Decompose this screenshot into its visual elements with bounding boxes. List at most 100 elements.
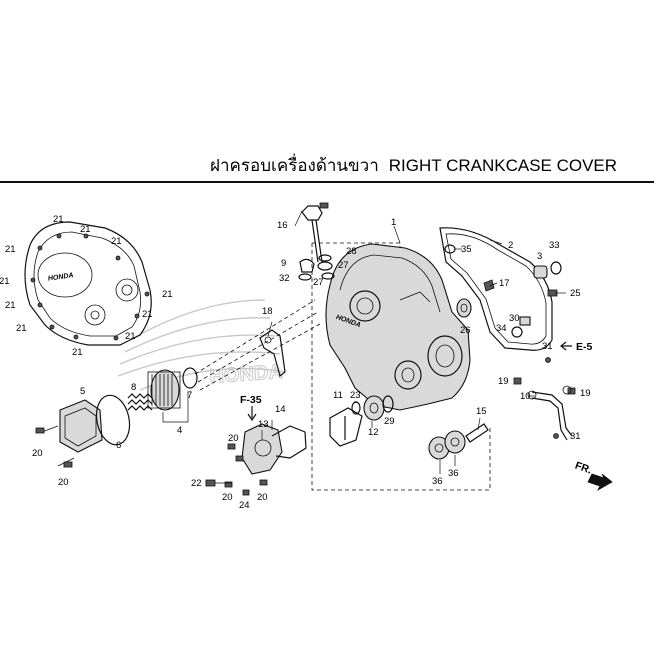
water-pump-cover: [241, 423, 307, 475]
callout-30: 30: [509, 313, 520, 324]
oring-34: [511, 326, 523, 338]
callout-36: 36: [432, 476, 443, 487]
oil-pipe: [527, 385, 573, 441]
callout-24: 24: [239, 500, 250, 511]
oring-32: [298, 273, 312, 281]
reference-f35: F-35: [240, 394, 262, 406]
bearing-12: [363, 395, 385, 421]
bolt-19-left: [513, 377, 522, 385]
callout-15: 15: [476, 406, 487, 417]
water-pump-impeller-shaft: [329, 407, 363, 447]
callout-7: 7: [187, 390, 192, 401]
callout-20: 20: [32, 448, 43, 459]
callout-21: 21: [125, 331, 136, 342]
washer-24: [242, 489, 250, 496]
oil-filter-cap: [35, 399, 103, 468]
callout-8: 8: [131, 382, 136, 393]
callout-28: 28: [346, 246, 357, 257]
diagram-title: ฝาครอบเครื่องด้านขวา RIGHT CRANKCASE COVE…: [210, 152, 617, 179]
callout-21: 21: [142, 309, 153, 320]
seal-35: [444, 244, 456, 254]
outer-clutch-cover: HONDA: [24, 221, 152, 346]
callout-21: 21: [80, 224, 91, 235]
oil-seal-29: [382, 395, 394, 413]
callout-35: 35: [461, 244, 472, 255]
callout-31: 31: [542, 341, 553, 352]
callout-20: 20: [58, 477, 69, 488]
callout-14: 14: [275, 404, 286, 415]
callout-16: 16: [277, 220, 288, 231]
callout-11: 11: [333, 390, 343, 401]
callout-1: 1: [391, 217, 396, 228]
shaft-15: [465, 423, 489, 443]
dowel-pin-3: [533, 265, 548, 279]
callout-31: 31: [570, 431, 581, 442]
reference-e5: E-5: [576, 341, 593, 353]
washer-31-bottom: [553, 433, 559, 439]
title-english: RIGHT CRANKCASE COVER: [388, 156, 618, 175]
callout-6: 6: [116, 440, 121, 451]
callout-29: 29: [384, 416, 395, 427]
callout-21: 21: [111, 236, 122, 247]
callout-19: 19: [498, 376, 509, 387]
callout-23: 23: [350, 390, 361, 401]
callout-17: 17: [499, 278, 510, 289]
bolt-20-set: [224, 443, 268, 488]
bracket-18: [259, 329, 286, 378]
title-divider: [0, 181, 654, 183]
callout-21: 21: [5, 300, 16, 311]
callout-21: 21: [16, 323, 27, 334]
washer-31-top: [545, 357, 551, 363]
callout-20: 20: [257, 492, 268, 503]
bearing-26: [456, 298, 472, 318]
right-crankcase-cover: HONDA: [325, 243, 471, 411]
bearing-36-right: [444, 430, 466, 454]
front-arrow-icon: [587, 473, 613, 492]
callout-34: 34: [496, 323, 507, 334]
callout-21: 21: [5, 244, 16, 255]
callout-10: 10: [520, 391, 531, 402]
callout-33: 33: [549, 240, 560, 251]
callout-18: 18: [262, 306, 273, 317]
oring-33: [550, 261, 562, 275]
callout-13: 13: [258, 419, 269, 430]
callout-5: 5: [80, 386, 85, 397]
washer-23: [351, 401, 361, 415]
front-direction-indicator: FR.: [573, 459, 613, 492]
oil-level-gauge: [301, 202, 329, 263]
callout-20: 20: [222, 492, 233, 503]
callout-20: 20: [228, 433, 239, 444]
callout-26: 26: [460, 325, 471, 336]
callout-21: 21: [0, 276, 10, 287]
title-thai: ฝาครอบเครื่องด้านขวา: [210, 156, 379, 175]
callout-19: 19: [580, 388, 591, 399]
bolt-19-right: [567, 387, 576, 395]
seal-27-28: [317, 254, 335, 280]
callout-32: 32: [279, 273, 290, 284]
callout-9: 9: [281, 258, 286, 269]
callout-21: 21: [162, 289, 173, 300]
cover-emblem: HONDA: [48, 272, 74, 283]
callout-27: 27: [313, 277, 324, 288]
callout-4: 4: [177, 425, 182, 436]
callout-36: 36: [448, 468, 459, 479]
bolt-22: [205, 479, 232, 487]
callout-21: 21: [53, 214, 64, 225]
bolt-17: [483, 279, 495, 292]
section-references: F-35 E-5: [240, 341, 593, 422]
oil-seal-cap-9: [299, 258, 315, 273]
oil-filter-oring: [95, 394, 131, 446]
callout-25: 25: [570, 288, 581, 299]
callout-21: 21: [72, 347, 83, 358]
dowel-30: [519, 316, 531, 326]
callout-2: 2: [508, 240, 513, 251]
leader-lines: [261, 210, 566, 474]
callout-3: 3: [537, 251, 542, 262]
callout-12: 12: [368, 427, 379, 438]
callout-27: 27: [338, 260, 349, 271]
direction-label: FR.: [573, 459, 593, 476]
callout-numbers: 21 21 21 21 21 21 21 21 21 21 21 1 2 3 4…: [0, 214, 591, 511]
callout-22: 22: [191, 478, 202, 489]
oil-filter-element: [147, 367, 198, 423]
